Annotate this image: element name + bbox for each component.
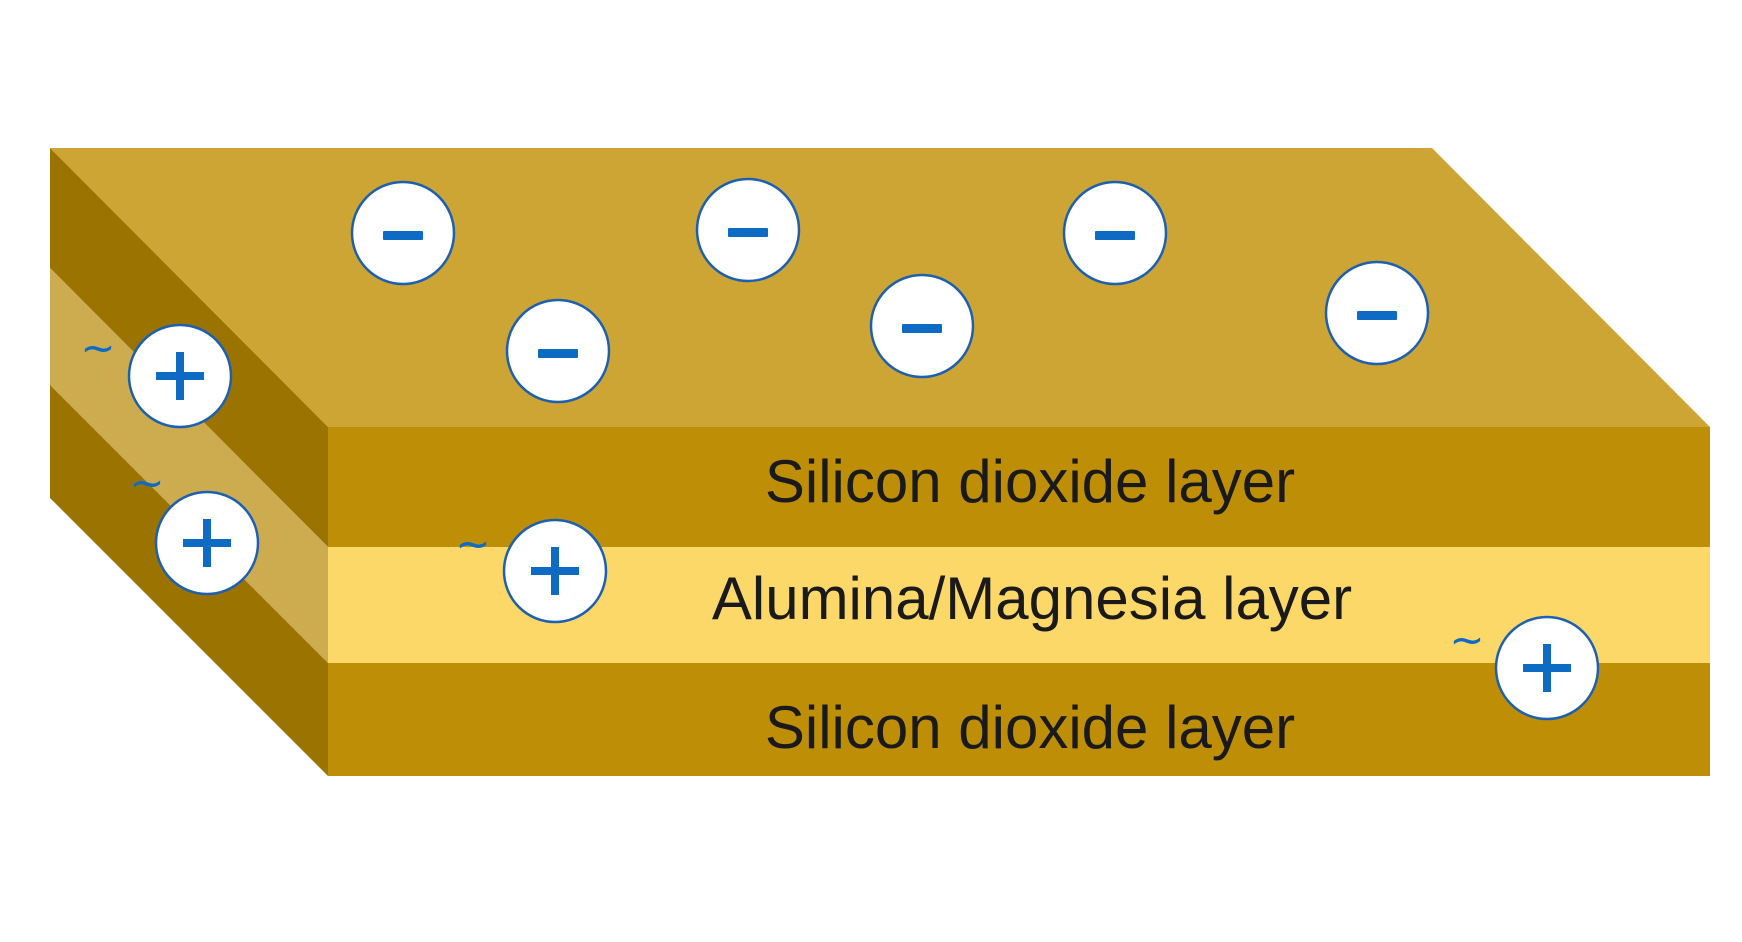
negative-charge bbox=[505, 298, 611, 404]
negative-charge bbox=[350, 180, 456, 286]
front-face-lower-silicon bbox=[328, 663, 1710, 776]
negative-charge bbox=[695, 177, 801, 283]
side-face-alumina bbox=[50, 268, 328, 663]
mobile-ion-marker: ~ bbox=[455, 519, 490, 568]
positive-charge bbox=[502, 518, 608, 624]
negative-charge bbox=[869, 273, 975, 379]
mobile-ion-marker: ~ bbox=[129, 458, 164, 507]
negative-charge bbox=[1062, 180, 1168, 286]
slab-top-surface bbox=[50, 148, 1710, 427]
positive-charge bbox=[127, 323, 233, 429]
mobile-ion-marker: ~ bbox=[1449, 615, 1484, 664]
layer-label-alumina: Alumina/Magnesia layer bbox=[712, 565, 1352, 632]
mobile-ion-marker: ~ bbox=[80, 323, 115, 372]
negative-charge bbox=[1324, 260, 1430, 366]
positive-charge bbox=[1494, 615, 1600, 721]
layer-label-lower-silicon: Silicon dioxide layer bbox=[765, 694, 1295, 761]
positive-charge bbox=[154, 490, 260, 596]
layer-label-upper-silicon: Silicon dioxide layer bbox=[765, 448, 1295, 515]
